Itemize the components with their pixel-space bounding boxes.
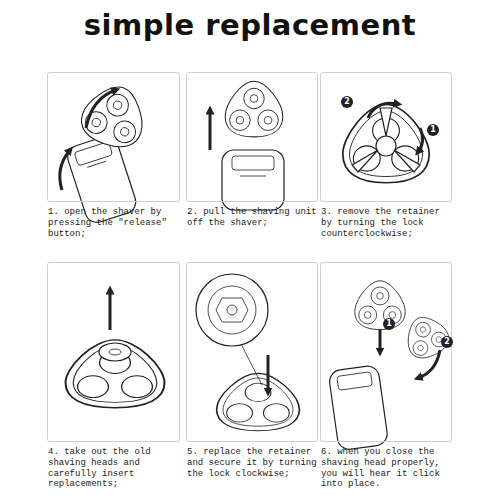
close-head-drawing <box>328 281 453 451</box>
step-caption: 6. when you close the shaving head prope… <box>321 447 451 490</box>
step-panel: 1. open the shaver by pressing the "rele… <box>47 72 180 202</box>
step-caption: 3. remove the retainer by turning the lo… <box>321 207 451 239</box>
open-shaver-drawing <box>60 78 153 225</box>
replace-heads-drawing <box>66 290 165 408</box>
step-caption: 2. pull the shaving unit off the shaver; <box>187 207 317 229</box>
step-panel: 2. pull the shaving unit off the shaver; <box>186 72 318 202</box>
callout-number: 2 <box>341 96 353 108</box>
page-title: simple replacement <box>0 8 500 42</box>
remove-retainer-drawing <box>343 103 429 183</box>
callout-number: 1 <box>427 124 439 136</box>
step-caption: 1. open the shaver by pressing the "rele… <box>48 207 179 239</box>
pull-head-drawing <box>210 81 284 210</box>
step-panel: 5. replace the retainer and secure it by… <box>186 262 318 442</box>
step-panel: 4. take out the old shaving heads and ca… <box>47 262 180 442</box>
step-caption: 4. take out the old shaving heads and ca… <box>48 447 179 490</box>
step-panel: 6. when you close the shaving head prope… <box>320 262 452 442</box>
step-caption: 5. replace the retainer and secure it by… <box>187 447 317 479</box>
step-panel: 3. remove the retainer by turning the lo… <box>320 72 452 202</box>
callout-number: 1 <box>383 318 395 330</box>
secure-retainer-drawing <box>196 274 299 431</box>
callout-number: 2 <box>441 336 453 348</box>
